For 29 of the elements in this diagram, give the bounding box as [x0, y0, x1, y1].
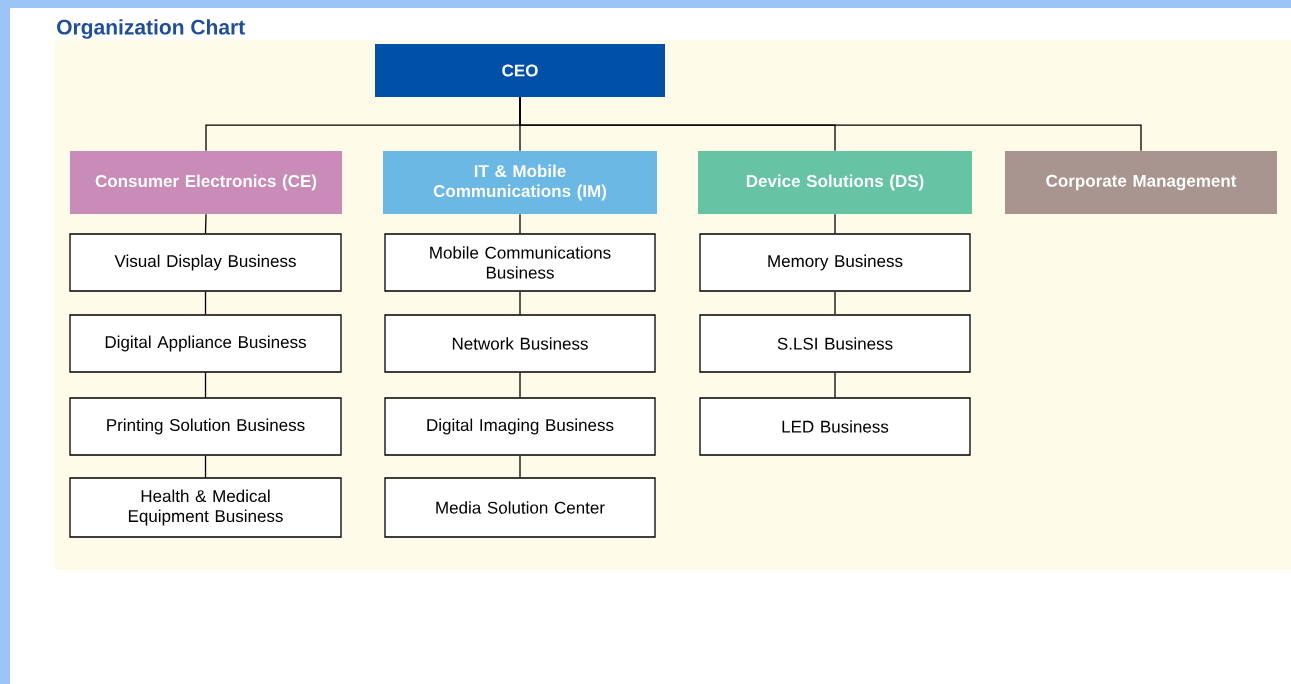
- connector-line: [519, 291, 521, 315]
- connector-line: [519, 213, 521, 234]
- connector-line: [834, 291, 836, 315]
- connector-line: [834, 213, 836, 234]
- connector-line: [834, 372, 836, 398]
- business-box: Digital Appliance Business: [69, 314, 342, 373]
- connector-line: [519, 96, 1142, 152]
- business-box: Mobile Communications Business: [384, 233, 656, 292]
- division-box: Corporate Management: [1005, 151, 1277, 214]
- connector-line: [204, 455, 207, 478]
- business-box: LED Business: [699, 397, 971, 456]
- connector-line: [204, 213, 207, 234]
- business-box: S.LSI Business: [699, 314, 971, 373]
- business-box: Network Business: [384, 314, 656, 373]
- connector-line: [204, 372, 207, 398]
- business-box: Memory Business: [699, 233, 971, 292]
- connector-line: [519, 455, 521, 478]
- executive-box: CEO: [375, 44, 665, 97]
- connector-line: [204, 291, 207, 315]
- business-box: Printing Solution Business: [69, 397, 342, 456]
- business-box: Media Solution Center: [384, 477, 656, 538]
- chart-title: Organization Chart: [57, 19, 245, 39]
- business-box: Digital Imaging Business: [384, 397, 656, 456]
- business-box: Health & Medical Equipment Business: [69, 477, 342, 538]
- division-box: IT & Mobile Communications (IM): [383, 151, 657, 214]
- division-box: Device Solutions (DS): [698, 151, 972, 214]
- division-box: Consumer Electronics (CE): [70, 151, 342, 214]
- business-box: Visual Display Business: [69, 233, 342, 292]
- connector-line: [519, 372, 521, 398]
